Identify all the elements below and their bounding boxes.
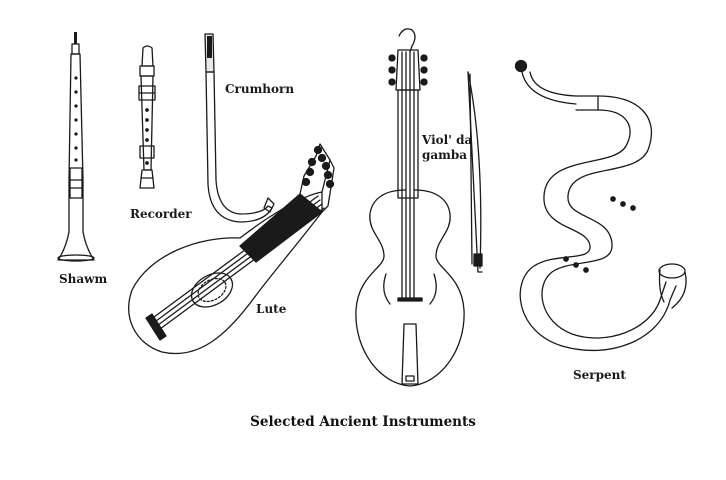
lute-icon [128,143,335,355]
recorder-icon [138,45,156,189]
diagram-caption: Selected Ancient Instruments [250,414,476,430]
crumhorn-label: Crumhorn [225,82,295,96]
shawm-label: Shawm [59,272,108,286]
recorder-label: Recorder [130,207,192,221]
shawm-icon [57,32,95,262]
crumhorn-icon [204,33,275,223]
serpent-icon [514,59,687,352]
serpent-label: Serpent [573,368,626,382]
lute-label: Lute [256,302,287,316]
bow-icon [467,71,483,273]
viol-da-gamba-icon [355,28,465,387]
viol-da-gamba-label: Viol' da gamba [422,133,473,162]
